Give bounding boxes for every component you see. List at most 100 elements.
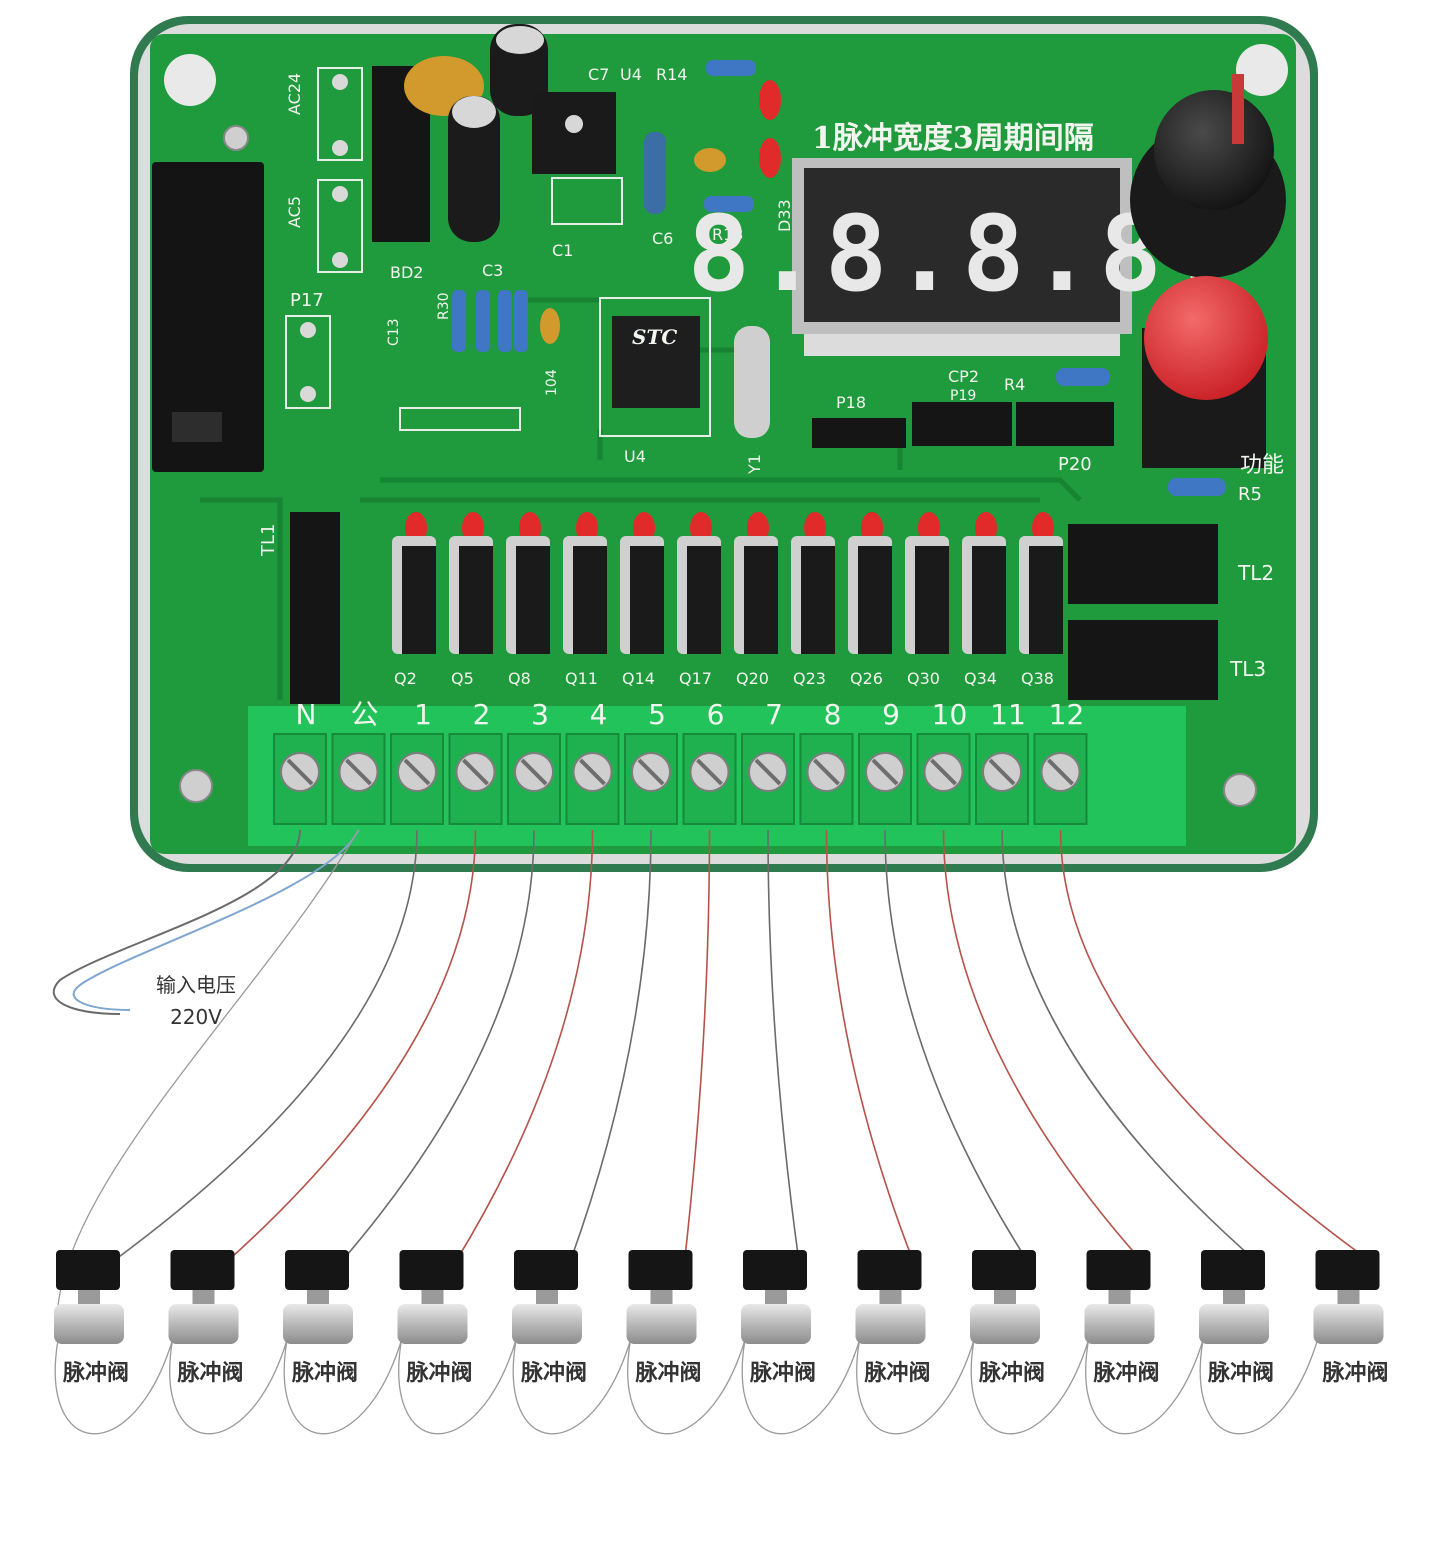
label-tl2: TL2 <box>1237 561 1274 585</box>
label-tl3: TL3 <box>1229 657 1266 681</box>
electrolytic-cap-1 <box>448 96 500 242</box>
terminal-14: 12 <box>1033 698 1088 825</box>
transistor-label: Q5 <box>451 669 474 688</box>
valve-body <box>283 1304 353 1344</box>
label-c7: C7 <box>588 65 609 84</box>
output-wire-2 <box>225 829 477 1263</box>
screw-slot <box>520 758 548 786</box>
header-p18 <box>812 418 906 448</box>
label-c3: C3 <box>482 261 503 280</box>
label-d33: D33 <box>775 199 794 232</box>
valve-coil <box>170 1250 235 1290</box>
label-p17: P17 <box>290 290 324 311</box>
terminal-1: N <box>273 698 327 825</box>
transistor-label: Q34 <box>964 669 997 688</box>
transistor-q14: Q14 <box>620 512 664 688</box>
terminal-label: 2 <box>473 698 491 731</box>
valve-label: 脉冲阀 <box>1092 1361 1159 1386</box>
transistor-q34: Q34 <box>962 512 1006 688</box>
valve-body <box>397 1304 468 1344</box>
common-return-wire <box>398 1339 517 1435</box>
resistor-r13 <box>704 196 754 212</box>
terminal-label: 12 <box>1049 698 1085 731</box>
terminal-6: 4 <box>565 698 620 825</box>
power-module-slot <box>172 412 222 442</box>
transistor-body <box>915 546 949 654</box>
terminal-label: 9 <box>882 698 900 731</box>
transistor-label: Q8 <box>508 669 531 688</box>
label-function: 功能 <box>1240 453 1284 478</box>
small-cap-c6 <box>644 132 666 214</box>
label-r30: R30 <box>436 292 452 320</box>
valve-coil <box>399 1250 464 1290</box>
display-title: 1脉冲宽度3周期间隔 <box>812 121 1094 156</box>
transistor-label: Q20 <box>736 669 769 688</box>
valve-coil <box>1201 1250 1265 1290</box>
terminal-label: 4 <box>590 698 608 731</box>
valve-stem <box>879 1290 902 1306</box>
valve-body <box>54 1304 124 1344</box>
common-return-wire <box>856 1339 975 1435</box>
valve-body <box>168 1304 239 1344</box>
transistor-q2: Q2 <box>392 512 436 688</box>
label-p20: P20 <box>1058 454 1092 475</box>
valve-coil <box>743 1250 807 1290</box>
terminal-10: 8 <box>799 698 854 825</box>
common-return-wire <box>283 1339 403 1435</box>
label-r5: R5 <box>1238 484 1262 505</box>
terminal-label: 3 <box>531 698 549 731</box>
transistor-body <box>687 546 721 654</box>
optocoupler-tl1 <box>290 512 340 704</box>
screw-bl <box>179 769 213 803</box>
valve-label: 脉冲阀 <box>978 1361 1045 1386</box>
screw-top <box>223 125 249 151</box>
valve-coil <box>972 1250 1036 1290</box>
transistor-label: Q26 <box>850 669 883 688</box>
label-ac24: AC24 <box>285 73 304 115</box>
valve-coil <box>285 1250 349 1290</box>
mcu-brand: STC <box>632 325 677 349</box>
transistor-label: Q30 <box>907 669 940 688</box>
screw-slot <box>286 758 314 786</box>
resistor-array <box>399 290 560 431</box>
terminal-12: 10 <box>916 698 971 825</box>
output-wire-4 <box>454 829 594 1263</box>
screw-slot <box>345 758 372 786</box>
pulse-valve-6: 脉冲阀 <box>626 1250 702 1386</box>
screw-br <box>1223 773 1257 807</box>
screw-slot <box>988 758 1016 786</box>
seven-segment-display <box>792 158 1132 356</box>
pulse-valve-8: 脉冲阀 <box>855 1250 931 1386</box>
optocoupler-tl3 <box>1068 620 1218 700</box>
valve-body <box>1199 1304 1269 1344</box>
transistor-body <box>744 546 778 654</box>
valve-body <box>741 1304 811 1344</box>
valve-coil <box>514 1250 578 1290</box>
valve-stem <box>1108 1290 1131 1306</box>
terminal-3: 1 <box>390 698 444 825</box>
valve-coil <box>56 1250 120 1290</box>
led-d34 <box>759 80 781 120</box>
common-return-wire <box>1199 1339 1319 1435</box>
valve-body <box>855 1304 926 1344</box>
terminal-11: 9 <box>858 698 912 825</box>
valve-label: 脉冲阀 <box>291 1361 358 1386</box>
valve-label: 脉冲阀 <box>1207 1361 1274 1386</box>
valve-stem <box>78 1290 100 1306</box>
terminal-label: N <box>296 698 317 731</box>
crystal-y1 <box>734 326 770 438</box>
valve-label: 脉冲阀 <box>62 1361 129 1386</box>
valve-label: 脉冲阀 <box>520 1361 587 1386</box>
valve-label: 脉冲阀 <box>176 1361 243 1386</box>
resistor-r14 <box>706 60 756 76</box>
terminal-13: 11 <box>975 698 1029 825</box>
valve-label: 脉冲阀 <box>863 1361 930 1386</box>
transistor-body <box>459 546 493 654</box>
valve-coil <box>1086 1250 1151 1290</box>
transistor-label: Q11 <box>565 669 598 688</box>
output-wire-7 <box>767 829 800 1263</box>
valve-label: 脉冲阀 <box>1321 1361 1388 1386</box>
common-return-wire <box>1085 1339 1204 1435</box>
pulse-valve-7: 脉冲阀 <box>741 1250 816 1386</box>
